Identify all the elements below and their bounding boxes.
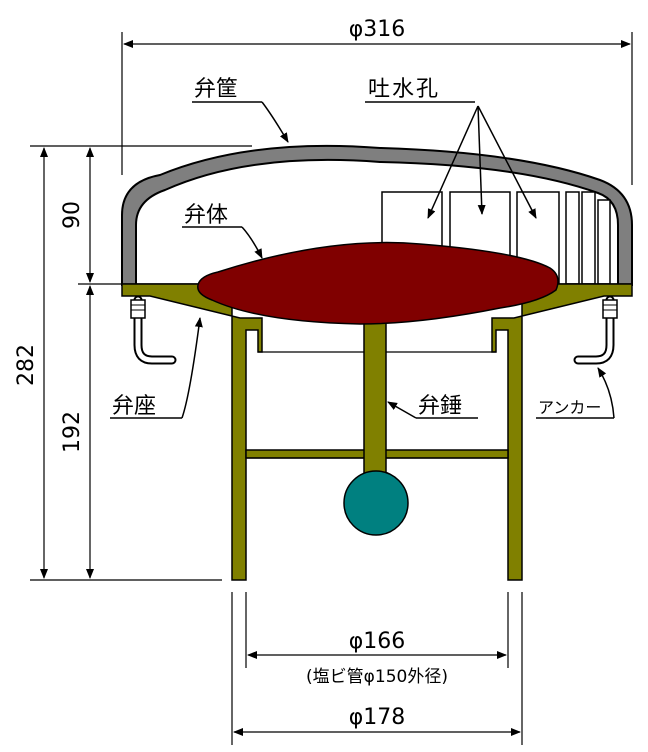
water-hole [597, 199, 611, 285]
label-anchor: アンカー [538, 398, 601, 417]
valve-weight [343, 315, 409, 536]
label-water-holes: 吐水孔 [368, 77, 440, 102]
valve-body [197, 241, 559, 325]
water-hole [565, 191, 580, 285]
dim-lower-height: 192 [60, 411, 85, 453]
water-hole [581, 191, 596, 285]
anchor-left [130, 295, 177, 365]
dim-inner-note: (塩ビ管φ150外径) [306, 667, 448, 687]
label-valve-body: 弁体 [184, 203, 228, 228]
label-valve-cover: 弁筐 [194, 77, 238, 102]
weight-ball [343, 470, 409, 536]
dim-inner-diameter: φ166 [349, 629, 406, 654]
label-valve-seat: 弁座 [112, 394, 156, 419]
leader-lines [110, 101, 615, 419]
dim-top-diameter: φ316 [349, 17, 406, 42]
dim-outer-diameter: φ178 [349, 705, 406, 730]
dim-overall-height: 282 [14, 344, 39, 386]
dim-upper-height: 90 [60, 201, 85, 229]
dimension-lines [30, 32, 633, 745]
label-valve-weight: 弁錘 [418, 394, 462, 419]
anchor-right [573, 295, 618, 365]
